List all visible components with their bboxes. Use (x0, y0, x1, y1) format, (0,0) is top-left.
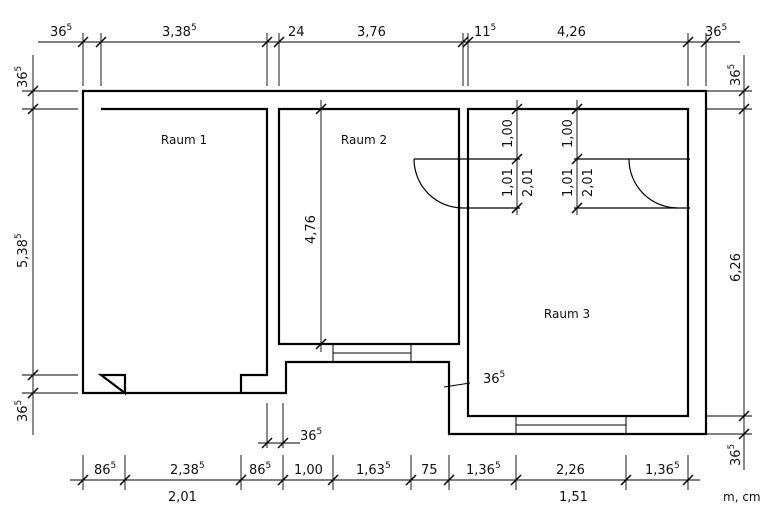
walls (81, 89, 708, 436)
door-dim-label: 1,00 (561, 119, 576, 148)
room-label-raum3: Raum 3 (544, 307, 590, 321)
bottom-total-label: 2,01 (168, 490, 197, 505)
bottom-dim-label: 865 (249, 461, 271, 478)
door-dim-label: 2,01 (521, 168, 536, 197)
door-right (574, 158, 690, 209)
left-dim-label: 365 (14, 400, 31, 422)
bottom-total-label: 1,51 (559, 490, 588, 505)
bottom-dim-label: 2,26 (556, 463, 585, 478)
top-dim-label: 4,26 (557, 25, 586, 40)
raum2-inner-outline (277, 107, 461, 346)
top-dim-label: 115 (474, 23, 496, 40)
window-raum3 (515, 415, 627, 435)
left-dim-label: 5,385 (14, 233, 31, 268)
door-dim-label: 2,01 (581, 168, 596, 197)
raum2-height-label: 4,76 (304, 215, 319, 244)
door-left (413, 158, 520, 209)
bottom-dim-label: 75 (421, 463, 438, 478)
bottom-dim-label: 2,385 (170, 461, 205, 478)
top-dim-label: 3,76 (357, 25, 386, 40)
left-dim-label: 365 (14, 66, 31, 88)
room-label-raum1: Raum 1 (161, 133, 207, 147)
top-dim-label: 24 (288, 25, 305, 40)
dimension-lines (22, 33, 752, 490)
top-dim-label: 365 (50, 23, 72, 40)
door-dim-label: 1,01 (561, 168, 576, 197)
top-dim-label: 3,385 (162, 23, 197, 40)
top-dim-label: 365 (705, 23, 727, 40)
bottom-dim-label: 1,635 (356, 461, 391, 478)
outer-wall-outline (81, 89, 708, 436)
wall-thickness-label: 365 (483, 370, 505, 387)
unit-note: m, cm (723, 490, 761, 504)
raum1-inner-outline (97, 107, 269, 396)
right-dim-label: 365 (727, 64, 744, 86)
room-label-raum2: Raum 2 (341, 133, 387, 147)
window-raum2 (332, 343, 412, 363)
wall-thickness-label: 365 (300, 427, 322, 444)
raum3-inner-outline (466, 107, 690, 418)
bottom-dim-label: 1,365 (466, 461, 501, 478)
door-dim-label: 1,01 (501, 168, 516, 197)
right-dim-label: 6,26 (729, 253, 744, 282)
dimension-ticks (27, 36, 750, 486)
bottom-dim-label: 865 (94, 461, 116, 478)
bottom-dim-label: 1,00 (294, 463, 323, 478)
door-dim-label: 1,00 (501, 119, 516, 148)
right-dim-label: 365 (727, 444, 744, 466)
bottom-dim-label: 1,365 (645, 461, 680, 478)
